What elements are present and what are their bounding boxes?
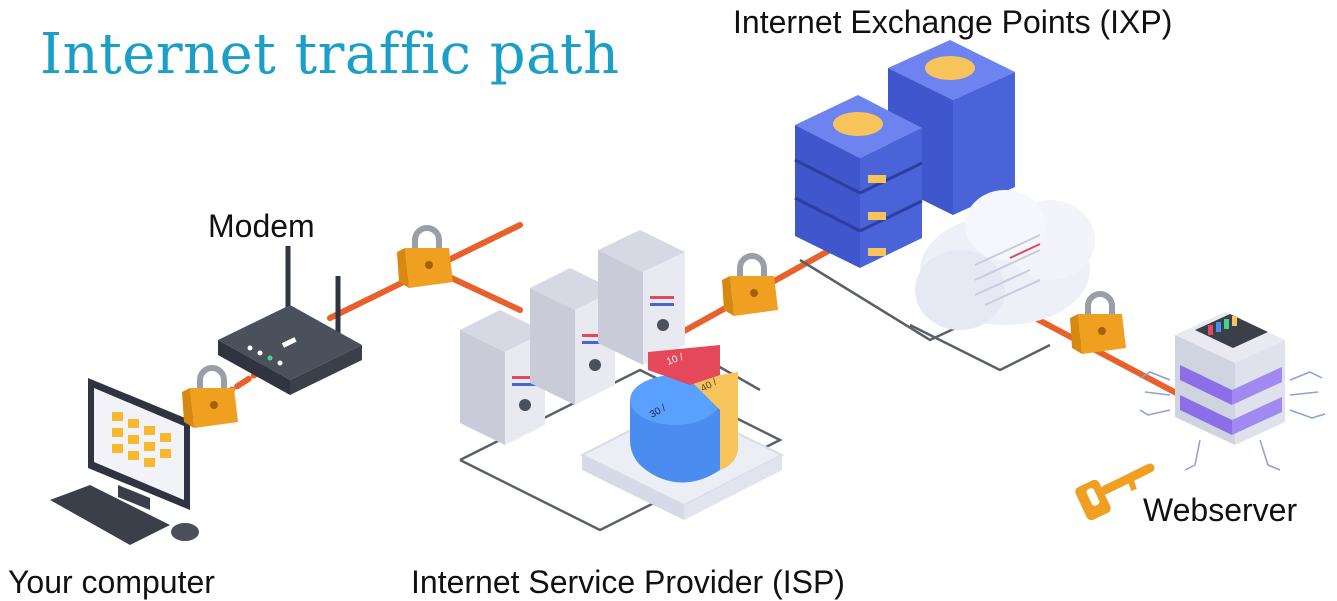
isp-label: Internet Service Provider (ISP) [411, 564, 845, 600]
lock-icon [722, 253, 778, 316]
mouse [171, 523, 199, 541]
lock-icon [397, 225, 453, 288]
webserver-illustration [1139, 312, 1326, 471]
isp-servers [460, 230, 685, 445]
modem-body-front [290, 345, 362, 395]
ixp-servers [794, 40, 1015, 268]
monitor-stand [118, 485, 150, 510]
key-icon [1075, 463, 1155, 521]
isp-server-1 [460, 310, 545, 445]
isp-server-3 [598, 230, 685, 365]
lock-icon [182, 365, 238, 428]
ixp-label: Internet Exchange Points (IXP) [733, 4, 1173, 40]
modem-label: Modem [208, 208, 315, 244]
modem-illustration [218, 246, 362, 395]
pie-slice-red [648, 345, 720, 385]
lock-icon [1070, 291, 1126, 354]
webserver-label: Webserver [1143, 492, 1298, 528]
pie-label-a: 10 / [665, 352, 685, 368]
keyboard [50, 485, 170, 545]
page-title: Internet traffic path [40, 22, 620, 87]
computer-illustration [50, 378, 199, 545]
modem-body-side [218, 340, 290, 395]
link-ixp-webserver [1017, 307, 1183, 398]
pie-slice-yellow [690, 372, 738, 470]
ixp-rack-front [794, 95, 923, 268]
computer-label: Your computer [8, 564, 215, 600]
screen-tiles [112, 412, 171, 467]
isp-analytics-platform [579, 345, 785, 520]
cloud-illustration [915, 190, 1095, 330]
